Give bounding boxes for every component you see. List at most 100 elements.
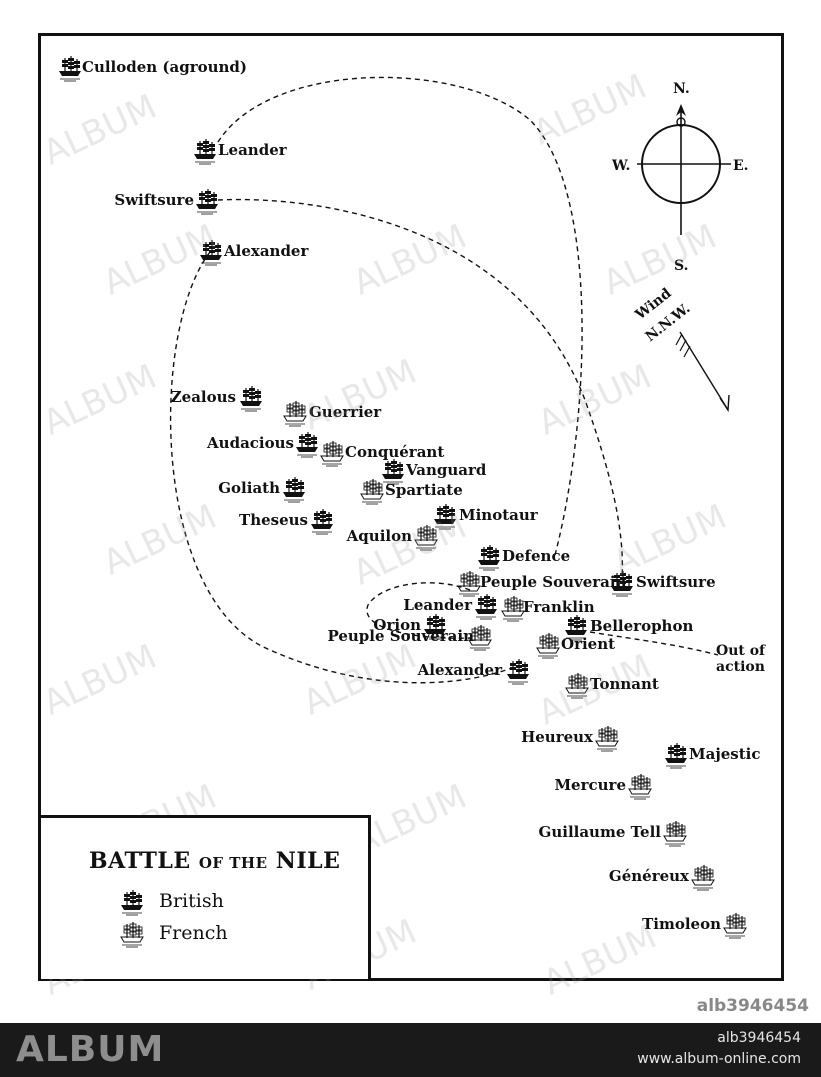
french-ship-icon [565, 672, 589, 699]
image-id: alb3946454 [696, 996, 809, 1016]
british-ship-icon [193, 138, 217, 165]
ship-name-label: Vanguard [405, 461, 487, 479]
french-ship-icon [283, 400, 307, 427]
french-ship-icon [120, 921, 144, 948]
legend-item-french: French [120, 921, 228, 948]
ship-french: Peuple Souverain [457, 570, 627, 597]
ship-name-label: Peuple Souverain [480, 573, 627, 591]
ship-british: Audacious [206, 431, 319, 458]
ship-name-label: Zealous [171, 388, 236, 406]
ship-british: Zealous [171, 385, 263, 412]
ship-french: Mercure [554, 773, 652, 800]
french-ship-icon [595, 725, 619, 752]
ship-french: Peuple Souverain [327, 624, 492, 651]
out-of-action-label: Out of [716, 643, 766, 659]
legend-label: French [159, 922, 228, 944]
ship-name-label: Aquilon [346, 527, 412, 545]
ship-french: Guerrier [283, 400, 382, 427]
ship-name-label: Spartiate [385, 481, 463, 499]
british-ship-icon [474, 593, 498, 620]
ships-layer: Culloden (aground)LeanderSwiftsureAlexan… [58, 55, 761, 939]
ship-british: Orion [373, 613, 447, 640]
french-ship-icon [628, 773, 652, 800]
ship-name-label: Bellerophon [590, 617, 693, 635]
ship-name-label: Defence [502, 547, 570, 565]
ship-name-label: Guillaume Tell [539, 823, 662, 841]
french-ship-icon [663, 820, 687, 847]
compass-west: W. [611, 158, 630, 174]
ship-french: Timoleon [642, 912, 747, 939]
battle-map: N. S. E. W. Wind N.N.W. Out of action Cu… [58, 55, 766, 939]
ship-name-label: Audacious [206, 434, 294, 452]
legend-title-part: BATTLE [89, 848, 191, 874]
legend-label: British [159, 890, 224, 912]
british-ship-icon [295, 431, 319, 458]
album-url: www.album-online.com [637, 1051, 801, 1067]
ship-name-label: Tonnant [590, 675, 659, 693]
ship-french: Aquilon [346, 524, 438, 551]
ship-french: Généreux [609, 864, 715, 891]
ship-british: Alexander [199, 239, 309, 266]
wind-indicator: Wind N.N.W. [632, 285, 730, 413]
british-ship-icon [477, 544, 501, 571]
ship-british: Defence [477, 544, 570, 571]
british-ship-icon [282, 476, 306, 503]
ship-french: Tonnant [565, 672, 659, 699]
ship-french: Franklin [501, 595, 595, 622]
ship-british: Alexander [417, 658, 530, 685]
ship-name-label: Goliath [218, 479, 280, 497]
ship-name-label: Orient [561, 635, 615, 653]
legend-item-british: British [120, 889, 224, 916]
legend-title: BATTLE OF THE NILE [89, 848, 340, 874]
ship-british: Vanguard [381, 458, 487, 485]
ship-name-label: Timoleon [642, 915, 721, 933]
ship-british: Swiftsure [610, 570, 716, 597]
french-ship-icon [723, 912, 747, 939]
ship-british: Leander [403, 593, 498, 620]
ship-name-label: Généreux [609, 867, 690, 885]
british-ship-icon [195, 188, 219, 215]
track-inner [366, 582, 473, 639]
ship-name-label: Alexander [223, 242, 309, 260]
compass-south: S. [674, 258, 689, 274]
ship-british: Swiftsure [114, 188, 219, 215]
ship-british: Theseus [239, 508, 334, 535]
out-of-action-label-2: action [716, 659, 765, 675]
ship-french: Spartiate [360, 478, 463, 505]
ship-name-label: Peuple Souverain [327, 627, 474, 645]
ship-name-label: Franklin [523, 598, 595, 616]
ship-french: Conquérant [320, 440, 444, 467]
french-ship-icon [320, 440, 344, 467]
french-ship-icon [414, 524, 438, 551]
ship-british: Minotaur [433, 503, 539, 530]
ship-name-label: Leander [403, 596, 473, 614]
french-ship-icon [536, 632, 560, 659]
british-ship-icon [58, 55, 82, 82]
album-logo: ALBUM [16, 1029, 165, 1070]
british-ship-icon [310, 508, 334, 535]
ship-name-label: Swiftsure [636, 573, 716, 591]
legend-title-part: OF THE [198, 854, 268, 872]
ship-name-label: Theseus [239, 511, 308, 529]
french-ship-icon [457, 570, 481, 597]
ship-french: Guillaume Tell [539, 820, 687, 847]
ship-name-label: Alexander [417, 661, 503, 679]
ship-name-label: Conquérant [345, 443, 444, 461]
ship-name-label: Culloden (aground) [82, 58, 247, 76]
ship-tracks [169, 76, 719, 684]
british-ship-icon [664, 742, 688, 769]
legend-title-part: NILE [275, 848, 341, 874]
french-ship-icon [360, 478, 384, 505]
french-ship-icon [501, 595, 525, 622]
footer-bar: ALBUM alb3946454 www.album-online.com [0, 1023, 821, 1077]
ship-name-label: Orion [373, 616, 421, 634]
ship-name-label: Heureux [521, 728, 594, 746]
ship-name-label: Minotaur [459, 506, 539, 524]
british-ship-icon [239, 385, 263, 412]
ship-british: Goliath [218, 476, 306, 503]
british-ship-icon [506, 658, 530, 685]
ship-british: Bellerophon [564, 614, 693, 641]
compass-north: N. [673, 81, 690, 97]
ship-name-label: Majestic [689, 745, 761, 763]
ship-name-label: Swiftsure [114, 191, 194, 209]
